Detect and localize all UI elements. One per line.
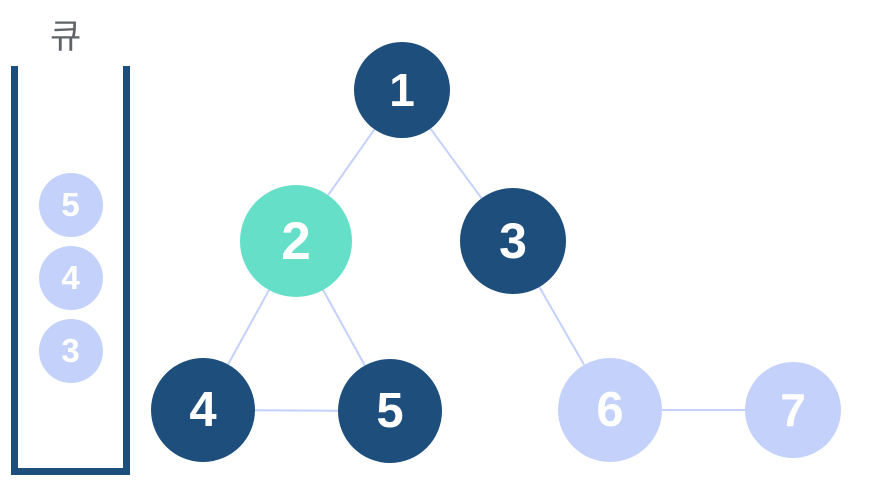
graph-node[interactable]: 7 bbox=[745, 362, 841, 458]
queue-item: 4 bbox=[38, 246, 103, 310]
graph-edge bbox=[227, 289, 270, 365]
graph-node[interactable]: 2 bbox=[240, 185, 352, 297]
graph-edge bbox=[322, 289, 366, 366]
queue-item: 3 bbox=[38, 319, 103, 383]
graph-node[interactable]: 3 bbox=[460, 188, 566, 294]
graph-node[interactable]: 6 bbox=[558, 358, 662, 462]
queue-item: 5 bbox=[38, 173, 103, 237]
graph-edge bbox=[327, 128, 376, 196]
queue-title-label: 큐 bbox=[50, 18, 82, 56]
graph-edge bbox=[429, 128, 483, 199]
graph-edge bbox=[538, 286, 585, 366]
queue-panel: 큐 5 4 3 bbox=[0, 0, 145, 496]
graph-node[interactable]: 1 bbox=[354, 42, 450, 138]
graph-node[interactable]: 4 bbox=[151, 358, 255, 462]
graph-node[interactable]: 5 bbox=[338, 359, 442, 463]
queue-item-list: 5 4 3 bbox=[11, 66, 130, 475]
